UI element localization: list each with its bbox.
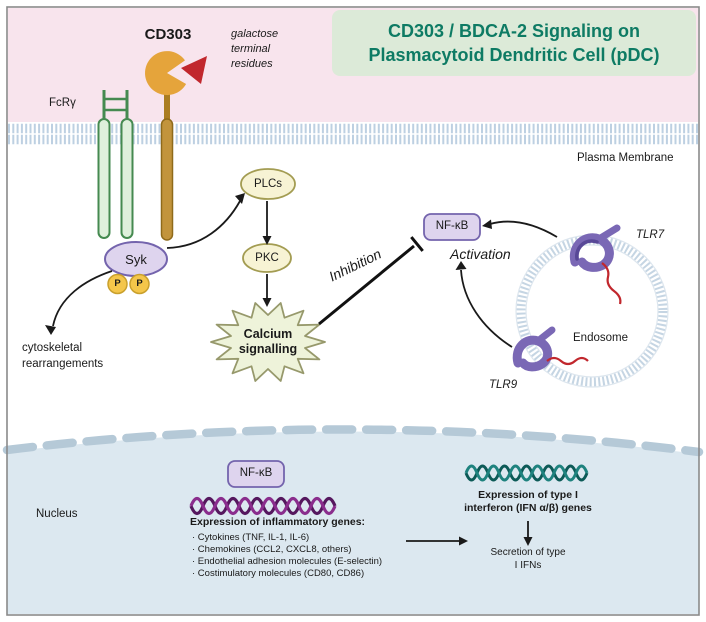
phospho-label-1: P xyxy=(114,278,121,289)
nucleus-fill xyxy=(7,431,699,614)
tlr7-shade xyxy=(575,239,599,261)
calcium-burst-shape xyxy=(210,302,326,382)
cd303-lectin-domain xyxy=(145,51,187,96)
arrow-syk-plcs xyxy=(166,200,241,249)
phospho-circle-1 xyxy=(107,273,128,295)
nfkb-cytoplasm-label: NF-κB xyxy=(435,220,469,232)
fcr-itam-right xyxy=(120,118,134,239)
pkc-label: PKC xyxy=(255,252,279,264)
tlr7-stem xyxy=(595,224,621,243)
phospho-circle-2 xyxy=(129,273,150,295)
dna-teal-strand-b xyxy=(464,464,589,482)
type1-interferon-line2: interferon (IFN α/β) genes xyxy=(464,502,592,514)
tlr7-receptor xyxy=(569,233,614,272)
arrow-tlr7-nfkb xyxy=(489,220,558,238)
nfkb-box-cytoplasm xyxy=(423,213,481,241)
arrow-syk-cytoskeletal xyxy=(52,270,113,327)
arrow-tlr9-nfkb xyxy=(460,269,513,348)
gene-item: · Endothelial adhesion molecules (E-sele… xyxy=(192,556,383,567)
type1-interferon-line1: Expression of type I xyxy=(478,489,578,501)
gene-item: · Costimulatory molecules (CD80, CD86) xyxy=(192,568,365,579)
gene-item: · Chemokines (CCL2, CXCL8, others) xyxy=(192,544,352,555)
galactose-label: galactose terminal residues xyxy=(231,28,279,70)
cd303-label: CD303 xyxy=(144,26,192,43)
figure-title-line1: CD303 / BDCA-2 Signaling on xyxy=(387,21,641,41)
plcs-label: PLCs xyxy=(253,178,283,190)
inhibition-bar xyxy=(410,236,424,252)
nuclear-envelope xyxy=(2,425,704,457)
inhibition-line xyxy=(318,244,415,326)
tlr9-stem xyxy=(534,326,556,345)
phospho-label-2: P xyxy=(136,278,143,289)
secretion-label: Secretion of type I IFNs xyxy=(490,547,566,571)
gene-item: · Cytokines (TNF, IL-1, IL-6) xyxy=(192,532,310,543)
nfkb-nucleus-label: NF-κB xyxy=(239,467,273,479)
plcs-node xyxy=(240,168,296,200)
figure-frame xyxy=(6,6,700,616)
endosome-body xyxy=(521,240,663,382)
dna-purple-strand-a xyxy=(189,496,337,516)
figure-title: CD303 / BDCA-2 Signaling on Plasmacytoid… xyxy=(332,19,696,67)
galactose-ligand-icon xyxy=(181,56,207,84)
cd303-tail xyxy=(160,118,174,241)
tlr7-rna-ligand-icon xyxy=(601,262,622,305)
tlr9-label: TLR9 xyxy=(489,379,518,391)
cytoskeletal-label: cytoskeletal rearrangements xyxy=(22,342,104,370)
type1-interferon-title: Expression of type I interferon (IFN α/β… xyxy=(458,489,598,515)
endosome-outline-inner xyxy=(525,244,659,378)
inflammatory-genes-title: Expression of inflammatory genes: xyxy=(190,516,366,528)
activation-label: Activation xyxy=(450,246,511,262)
endosome-label: Endosome xyxy=(573,332,628,344)
arrowheads xyxy=(45,193,533,546)
nucleus-label: Nucleus xyxy=(36,508,78,520)
fcr-label: FcRγ xyxy=(49,97,76,109)
title-box xyxy=(332,10,696,76)
dna-teal-strand-a xyxy=(464,464,589,482)
tlr7-label: TLR7 xyxy=(636,229,665,241)
tlr9-receptor xyxy=(512,335,553,372)
fcr-itam-left xyxy=(97,118,111,239)
calcium-label: Calcium signalling xyxy=(238,327,298,356)
plasma-membrane-label: Plasma Membrane xyxy=(577,152,674,164)
figure-title-line2: Plasmacytoid Dendritic Cell (pDC) xyxy=(368,45,660,65)
syk-label: Syk xyxy=(125,252,147,267)
endosome-membrane xyxy=(516,235,668,387)
tlr9-dna-ligand-icon xyxy=(546,356,589,366)
nfkb-box-nucleus xyxy=(227,460,285,488)
